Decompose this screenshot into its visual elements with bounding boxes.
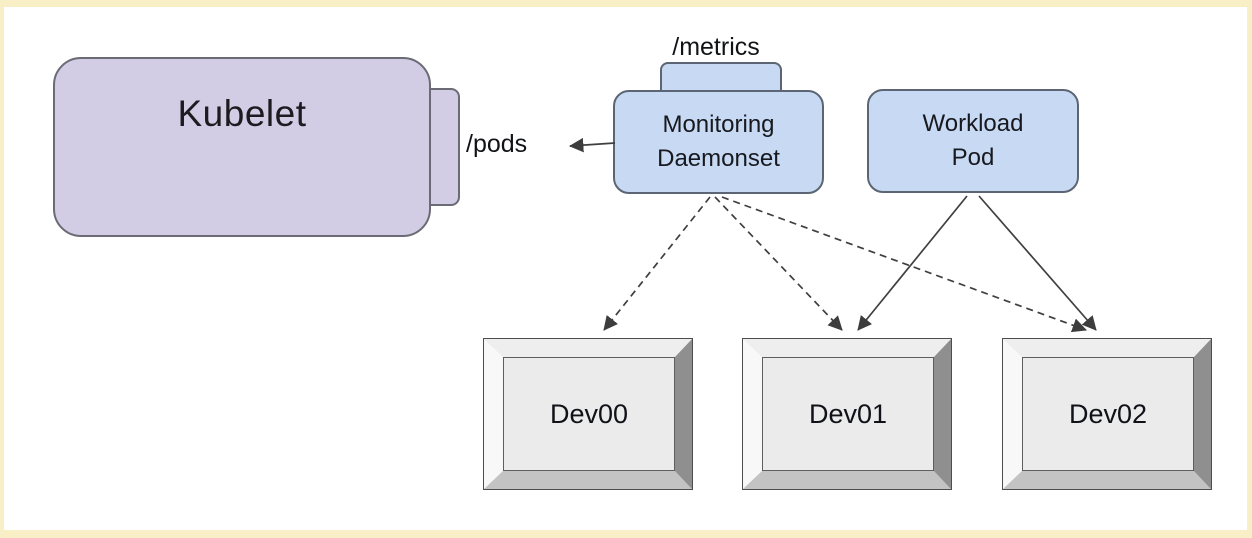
- metrics-endpoint-label: /metrics: [672, 33, 760, 61]
- dev00-bevel: [484, 339, 692, 489]
- dev02-panel: Dev02: [1022, 357, 1194, 471]
- node-kubelet: Kubelet: [53, 57, 431, 237]
- node-dev02: Dev02: [1002, 338, 1212, 490]
- dev02-label: Dev02: [1068, 398, 1148, 429]
- dev00-label: Dev00: [549, 398, 629, 429]
- pods-endpoint-label: /pods: [466, 130, 528, 158]
- edge-workload-pod-to-dev01: [857, 195, 968, 331]
- edge-monitoring-daemonset-to-kubelet-pods: [568, 137, 616, 153]
- workload-pod-label-line1: Workload: [922, 110, 1024, 137]
- node-workload-pod: Workload Pod: [867, 89, 1079, 193]
- edge-monitoring-daemonset-to-dev00: [603, 196, 711, 331]
- kubelet-label: Kubelet: [177, 93, 307, 134]
- workload-pod-label-line2: Pod: [951, 144, 995, 171]
- dev00-panel: Dev00: [503, 357, 675, 471]
- edge-monitoring-daemonset-to-dev02: [721, 196, 1087, 333]
- edge-workload-pod-to-dev02: [978, 195, 1097, 331]
- node-dev00: Dev00: [483, 338, 693, 490]
- node-dev01: Dev01: [742, 338, 952, 490]
- edge-monitoring-daemonset-to-dev01: [714, 196, 843, 331]
- dev01-label: Dev01: [808, 398, 888, 429]
- monitoring-daemonset-label-line2: Daemonset: [657, 145, 780, 172]
- node-monitoring-daemonset: Monitoring Daemonset: [613, 90, 824, 194]
- monitoring-daemonset-label-line1: Monitoring: [662, 111, 775, 138]
- dev01-bevel: [743, 339, 951, 489]
- dev02-bevel: [1003, 339, 1211, 489]
- dev01-panel: Dev01: [762, 357, 934, 471]
